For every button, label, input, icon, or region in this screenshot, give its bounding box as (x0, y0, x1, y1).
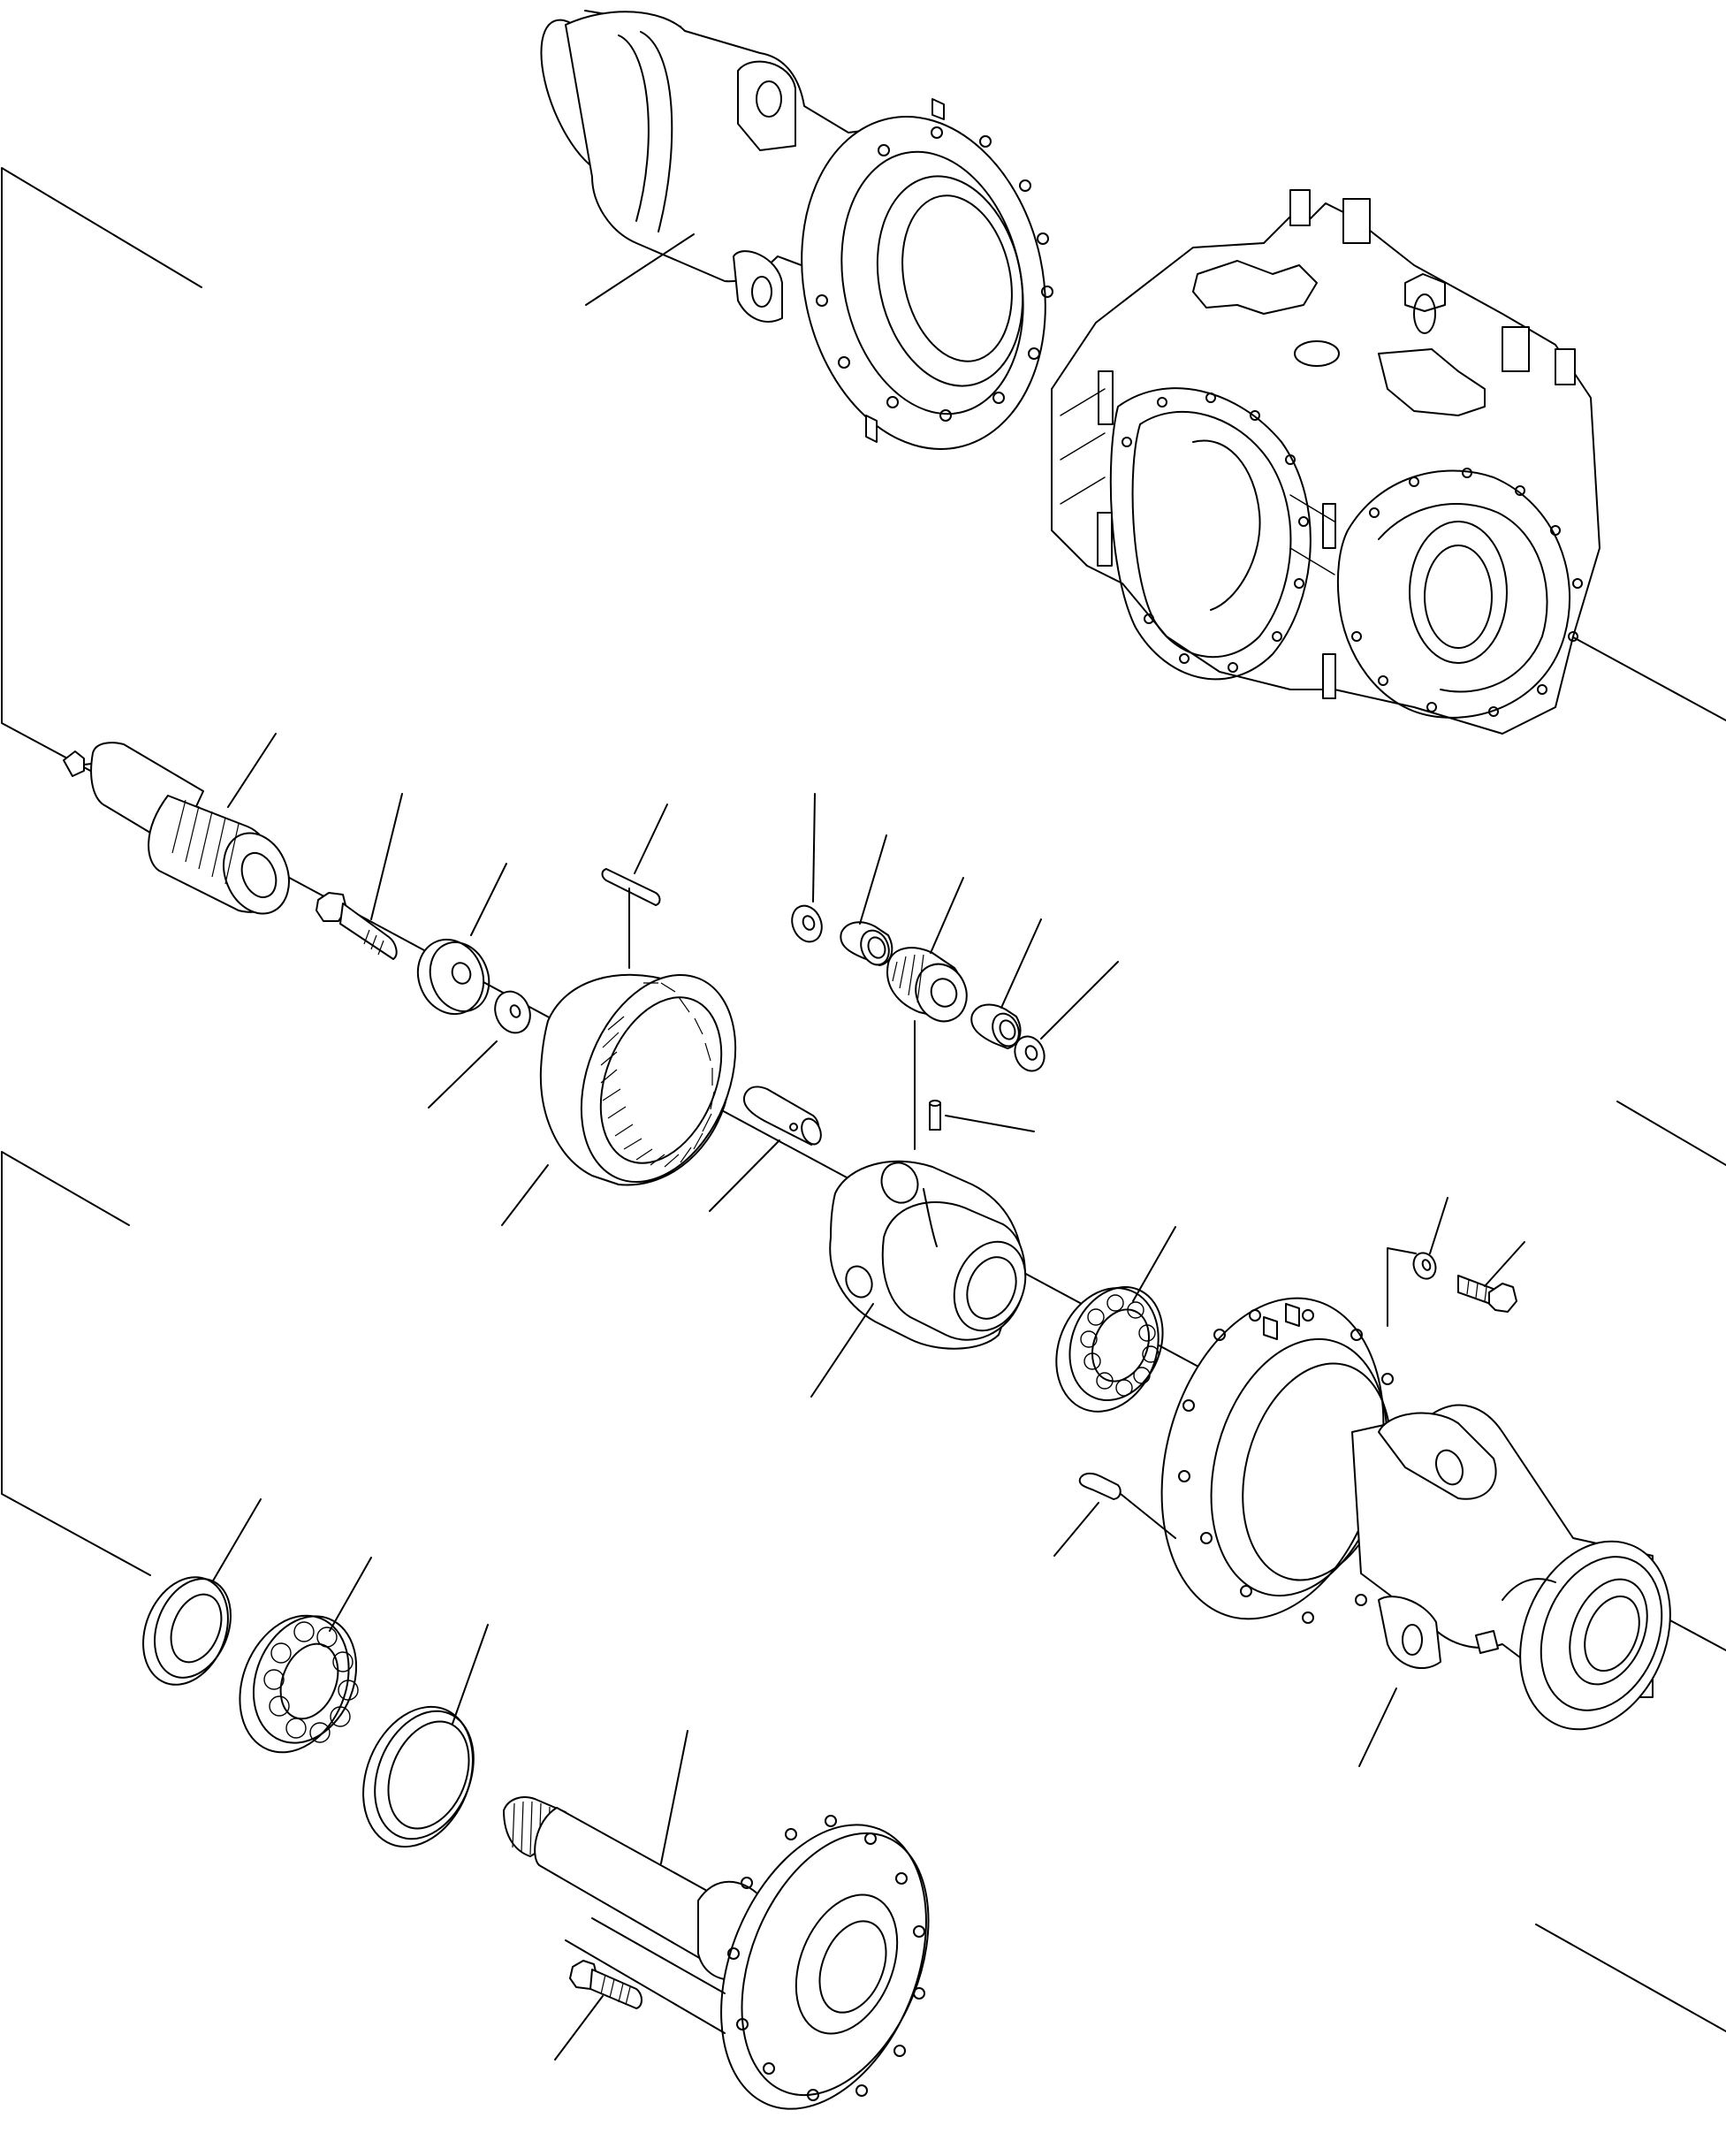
leader-bolt (370, 793, 403, 920)
leader-retainer-ring (452, 1624, 489, 1725)
ball-bearing (239, 1614, 359, 1754)
dowel-pin (1078, 1472, 1122, 1500)
leader-ball-bearing (329, 1557, 372, 1632)
leader-pinion-shaft (227, 733, 277, 808)
leader-cross-shaft (709, 1139, 780, 1212)
leader-stud-bolt (554, 1995, 604, 2061)
axle-shaft (503, 1796, 930, 2110)
retainer-ring (362, 1705, 475, 1848)
leader-ring-gear (501, 1164, 549, 1226)
leader-pin (634, 804, 668, 874)
ring-gear (539, 973, 737, 1186)
leader-bushing-left (859, 834, 887, 925)
lock-pin (929, 1100, 941, 1131)
leader-small-washer (812, 793, 816, 903)
thin-washer (494, 990, 531, 1034)
leader-washer-right (1040, 961, 1119, 1040)
thrust-washer (416, 938, 490, 1016)
bushing-right (970, 1003, 1022, 1049)
assembly-bracket-lower (1, 1151, 1726, 2032)
leader-pinion-gear (930, 877, 964, 954)
leader-small-washer-bracket (1387, 1247, 1417, 1327)
hex-bolt (1457, 1275, 1517, 1313)
leader-small-washer-right (1429, 1197, 1448, 1254)
leader-hex-bolt (1484, 1241, 1525, 1287)
pin (601, 868, 661, 906)
bushing (840, 921, 893, 966)
leader-dowel-pin-right (1120, 1493, 1176, 1539)
leader-seal (211, 1498, 262, 1583)
cross-shaft (742, 1086, 822, 1146)
leader-bushing-right (1000, 918, 1042, 1009)
axle-housing-upper (540, 10, 1053, 450)
washer (1014, 1035, 1045, 1072)
differential-case (829, 1160, 1027, 1350)
leader-dowel-pin (1053, 1502, 1099, 1557)
leader-differential-case (810, 1303, 874, 1398)
leader-thin-washer (428, 1040, 498, 1108)
seal (142, 1576, 232, 1686)
differential-housing (1051, 189, 1601, 735)
pinion-shaft (63, 742, 290, 915)
bolt (316, 892, 398, 960)
leader-lock-pin (945, 1115, 1035, 1132)
axle-housing-lower (1160, 1297, 1671, 1731)
leader-axle-housing-upper (585, 233, 695, 306)
leader-axle-shaft (660, 1730, 688, 1864)
small-washer (791, 904, 823, 943)
small-washer-right (1412, 1252, 1437, 1280)
leader-axle-housing-lower (1358, 1687, 1397, 1767)
pinion-gear (886, 947, 968, 1023)
taper-bearing (1055, 1286, 1164, 1413)
leader-taper-bearing (1132, 1226, 1176, 1302)
stud-bolt (569, 1960, 642, 2009)
leader-thrust-washer (470, 863, 507, 936)
